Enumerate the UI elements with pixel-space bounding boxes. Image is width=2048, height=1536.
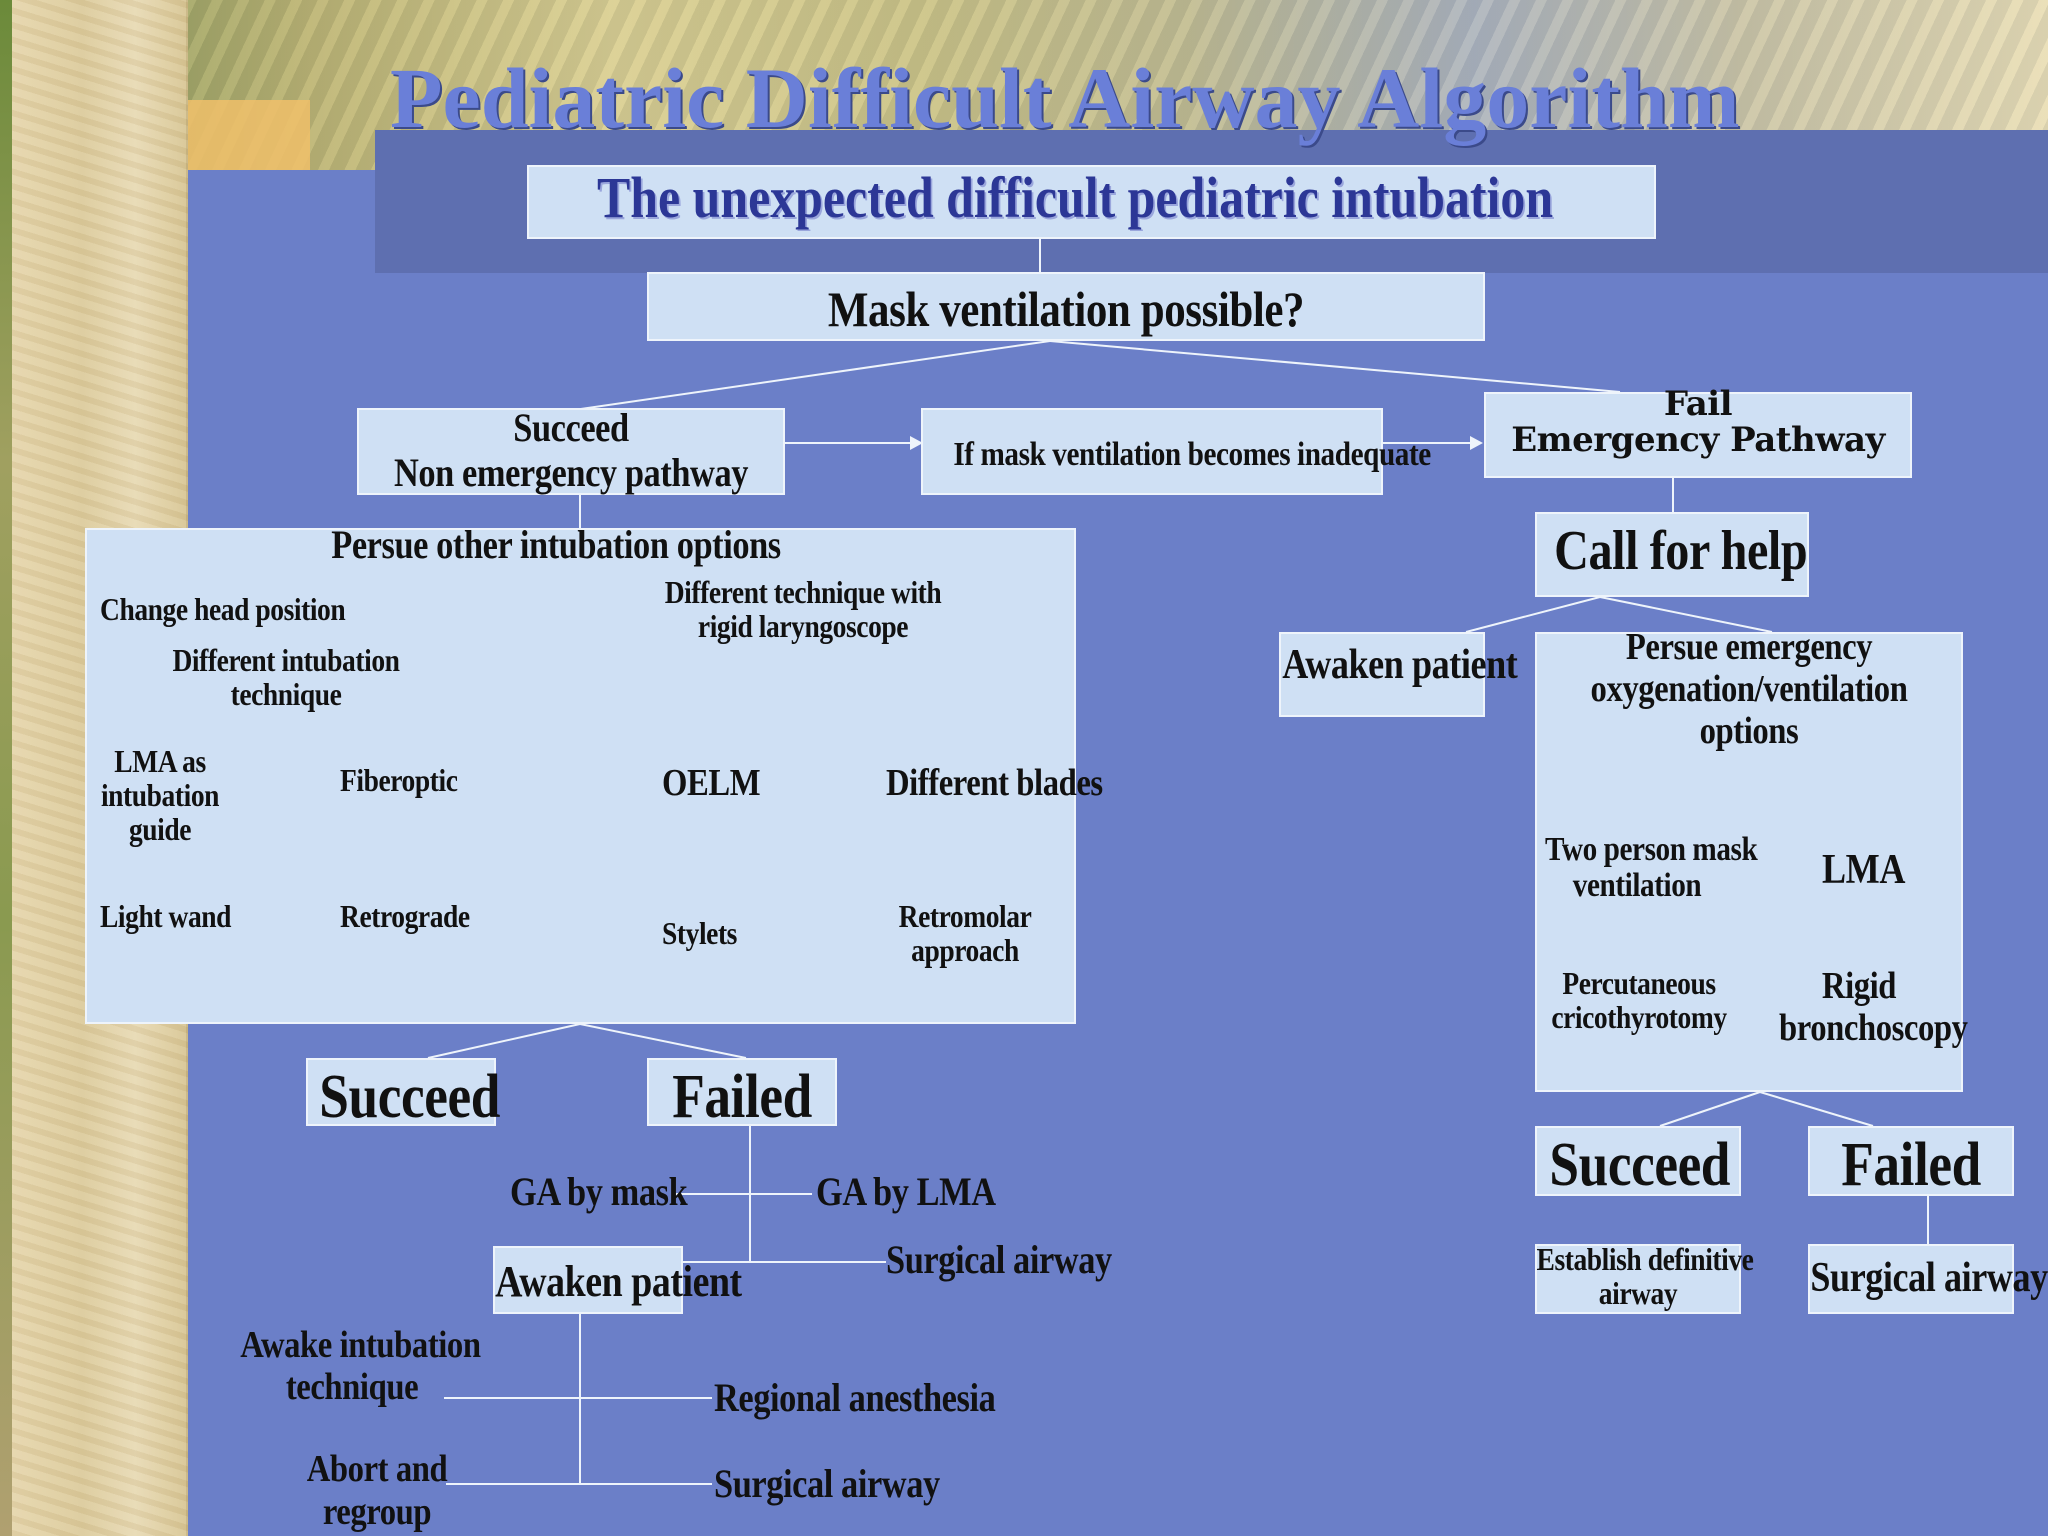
awake-intubation-line2: technique — [285, 1366, 419, 1408]
ga-lma-label: GA by LMA — [816, 1169, 996, 1214]
retromolar-line2: approach — [911, 932, 1019, 968]
stylets-label: Stylets — [662, 915, 737, 951]
rigid-technique-line2: rigid laryngoscope — [697, 608, 909, 644]
failed-left-box — [647, 1058, 837, 1126]
fail-label: Fail — [1663, 384, 1733, 424]
mask-question-box — [647, 272, 1485, 341]
emergency-options-panel — [1535, 632, 1963, 1092]
banner-decoration — [0, 0, 2048, 170]
percutaneous-line2: cricothyrotomy — [1551, 999, 1727, 1035]
surgical-airway-3-label: Surgical airway — [1810, 1255, 2048, 1301]
persue-other-label: Persue other intubation options — [331, 522, 781, 567]
call-help-label: Call for help — [1554, 520, 1808, 582]
ga-mask-label: GA by mask — [510, 1169, 688, 1214]
awaken-right-label: Awaken patient — [1282, 642, 1518, 688]
awaken-right-box — [1279, 632, 1485, 717]
awaken-left-label: Awaken patient — [495, 1257, 742, 1306]
slide-title: Pediatric Difficult Airway Algorithm — [390, 50, 1740, 146]
inadequate-box — [921, 408, 1383, 495]
light-wand-label: Light wand — [100, 898, 232, 934]
call-help-box — [1535, 512, 1809, 597]
succeed-right-box — [1535, 1126, 1741, 1196]
nonemergency-label: Non emergency pathway — [393, 450, 749, 495]
lma-guide-line3: guide — [128, 811, 192, 847]
establish-line2: airway — [1598, 1275, 1678, 1311]
other-options-panel — [85, 528, 1076, 1024]
subtitle-box — [527, 165, 1656, 239]
succeed-label: Succeed — [513, 405, 629, 450]
lma-guide-line1: LMA as — [114, 743, 206, 779]
succeed-nonemergency-box — [357, 408, 785, 495]
abort-line1: Abort and — [306, 1448, 448, 1490]
failed-right-box — [1808, 1126, 2014, 1196]
persue-emergency-line2: oxygenation/ventilation — [1590, 668, 1908, 710]
two-person-line2: ventilation — [1572, 867, 1702, 904]
persue-emergency-line3: options — [1699, 710, 1799, 752]
diff-intubation-line2: technique — [230, 676, 342, 712]
emergency-pathway-label: Emergency Pathway — [1511, 420, 1885, 460]
establish-box — [1535, 1244, 1741, 1314]
surgical-airway-3-box — [1808, 1244, 2014, 1314]
fail-emergency-box — [1484, 392, 1912, 478]
succeed-left-box — [306, 1058, 496, 1126]
inadequate-label: If mask ventilation becomes inadequate — [953, 436, 1431, 473]
left-strip-decoration — [0, 0, 12, 1536]
abort-line2: regroup — [322, 1491, 432, 1533]
awaken-left-box — [493, 1246, 683, 1314]
persue-emergency-line1: Persue emergency — [1625, 626, 1873, 668]
different-blades-label: Different blades — [886, 762, 1103, 804]
establish-line1: Establish definitive — [1536, 1241, 1754, 1277]
failed-right-label: Failed — [1841, 1131, 1981, 1199]
diff-intubation-line1: Different intubation — [172, 642, 400, 678]
awake-intubation-line1: Awake intubation — [240, 1324, 481, 1366]
oelm-label: OELM — [662, 762, 761, 804]
percutaneous-line1: Percutaneous — [1562, 965, 1716, 1001]
succeed-right-label: Succeed — [1549, 1131, 1731, 1199]
failed-left-label: Failed — [672, 1063, 812, 1131]
rigid-technique-line1: Different technique with — [664, 574, 942, 610]
change-head-label: Change head position — [100, 591, 346, 627]
mask-question: Mask ventilation possible? — [827, 281, 1305, 337]
retrograde-label: Retrograde — [340, 898, 470, 934]
lma-guide-line2: intubation — [100, 777, 220, 813]
rigid-bronch-line1: Rigid — [1821, 965, 1897, 1007]
succeed-left-label: Succeed — [319, 1063, 500, 1131]
fiberoptic-label: Fiberoptic — [340, 762, 458, 798]
lma-label: LMA — [1822, 847, 1905, 893]
surgical-airway-1-label: Surgical airway — [886, 1237, 1112, 1282]
subtitle: The unexpected difficult pediatric intub… — [597, 165, 1554, 230]
surgical-airway-2-label: Surgical airway — [714, 1461, 940, 1506]
two-person-line1: Two person mask — [1544, 831, 1758, 868]
retromolar-line1: Retromolar — [898, 898, 1032, 934]
rigid-bronch-line2: bronchoscopy — [1779, 1007, 1968, 1049]
regional-label: Regional anesthesia — [714, 1375, 996, 1420]
